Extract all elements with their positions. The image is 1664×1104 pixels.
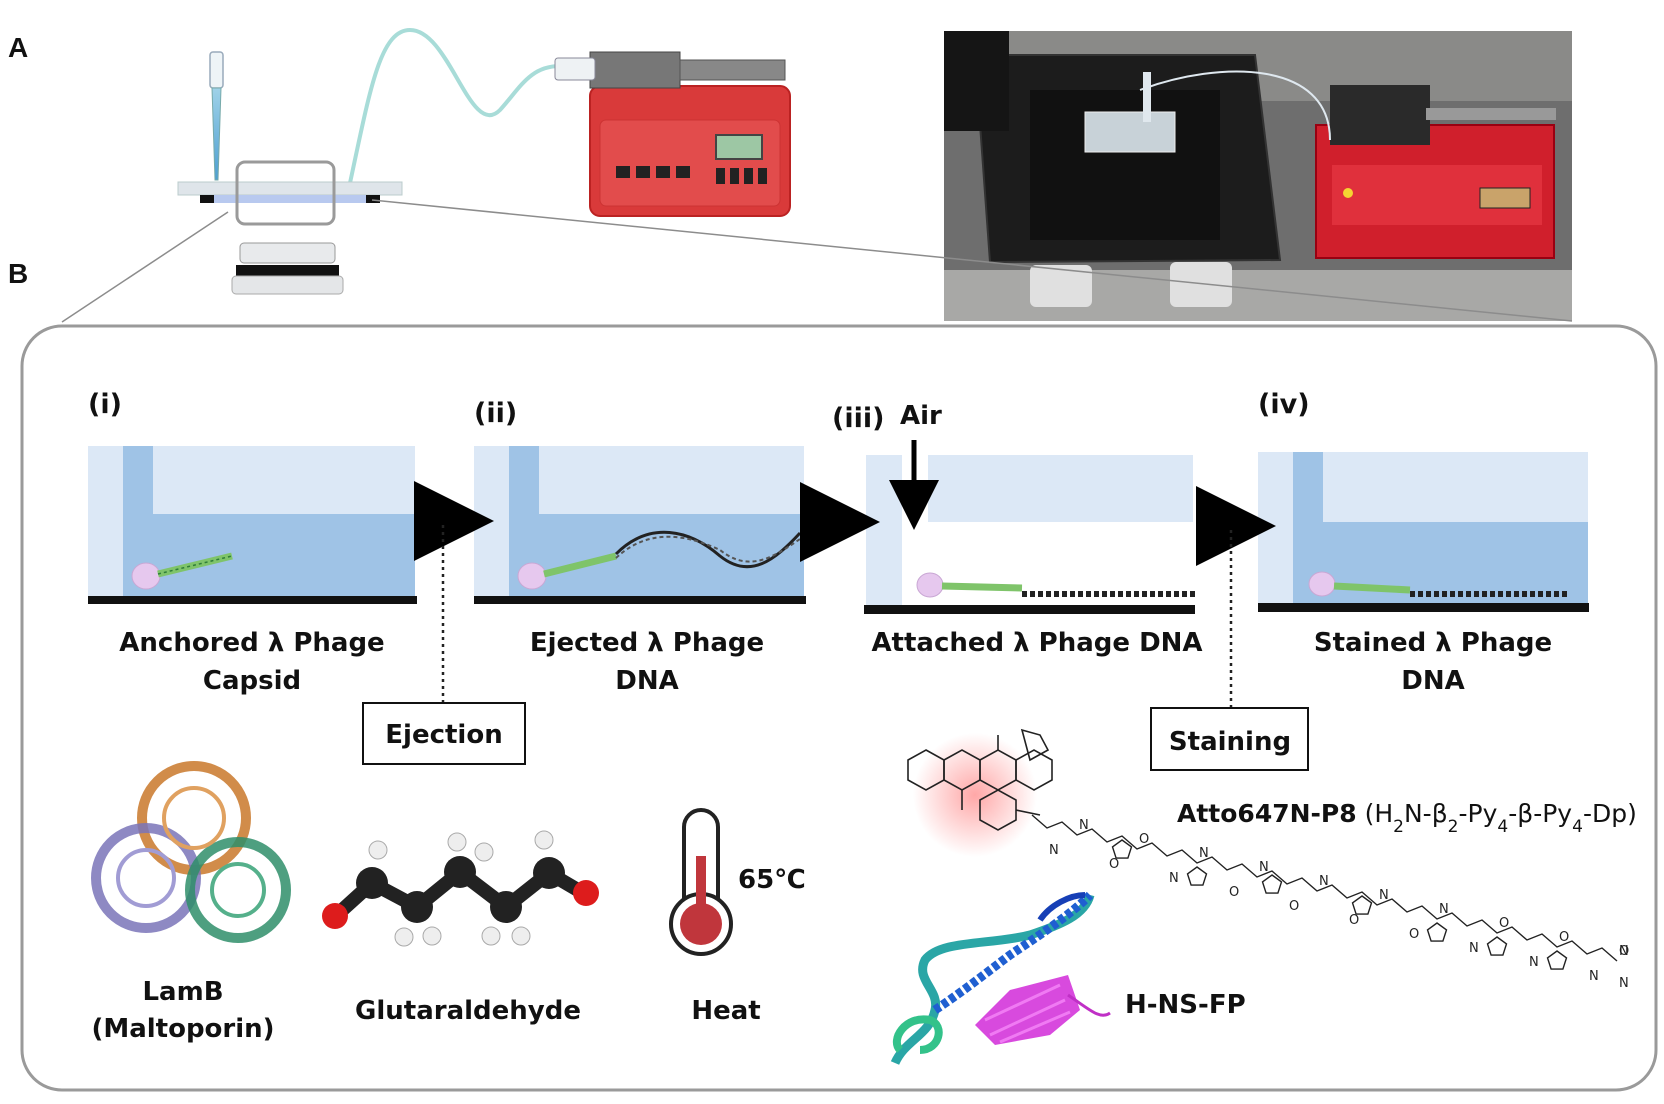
step-label-i: (i) [88,389,122,420]
glutaraldehyde-label: Glutaraldehyde [355,996,581,1026]
microscope-objective-icon [231,242,344,295]
pyrrole-ring [1261,874,1283,894]
atto-dye-glow [913,733,1037,857]
pyrrole-ring [1426,922,1448,942]
atom-label: N [1319,874,1329,889]
syringe-pump-icon [554,51,791,217]
step-label-ii: (ii) [474,398,517,429]
stain-title: Atto647N-P8 (H2N-β2-Py4-β-Py4-Dp) [1177,799,1637,837]
pyrrole-ring [1351,895,1373,915]
atom-label: O [1229,885,1239,900]
phage-capsid-icon [131,562,161,590]
panel-b-border [20,324,1658,1092]
caption-iii-line1: Attached λ Phage DNA [871,628,1202,658]
step-label-iii: (iii) [832,403,884,434]
formula-part: -Dp) [1583,799,1637,828]
zoom-line-left [61,211,229,323]
atto-dye-icon [907,728,1053,831]
formula-part: (H [1365,799,1394,828]
atom-label: O [1499,916,1509,931]
lamb-label-line1: LamB [142,977,223,1007]
caption-ii-line1: Ejected λ Phage [530,628,764,658]
atom-label: N [1379,888,1389,903]
formula-part: 4 [1572,817,1583,837]
hns-label: H-NS-FP [1125,990,1246,1020]
ejection-label: Ejection [385,720,502,750]
ejected-dna-icon [614,530,802,569]
lamb-label-line2: (Maltoporin) [91,1014,274,1044]
atom-label: N [1589,969,1599,984]
caption-i-line2: Capsid [203,666,301,696]
atom-label: N [1469,941,1479,956]
pipette-icon [209,51,224,181]
atom-label: O [1619,944,1629,959]
panel-label-a: A [8,32,28,63]
step-i-channel [88,446,417,604]
formula-part: -Py [1459,799,1498,828]
formula-part: N-β [1404,799,1448,828]
pyrrole-ring [1186,866,1208,886]
formula-part: 2 [1448,817,1459,837]
atom-label: N [1079,818,1089,833]
atom-label: N [1439,902,1449,917]
hns-protein-icon [890,891,1111,1066]
flow-cell-icon [177,160,403,226]
formula-part: -β-Py [1508,799,1572,828]
heat-label: Heat [691,996,760,1026]
tubing-line [348,27,561,184]
atom-label: O [1409,927,1419,942]
atom-label: N [1619,976,1629,991]
zoom-line-right [371,199,1573,322]
panel-label-b: B [8,258,28,289]
formula-part: 4 [1497,817,1508,837]
caption-i-line1: Anchored λ Phage [119,628,384,658]
pyrrole-ring [1111,839,1133,859]
atom-label: O [1289,899,1299,914]
lamb-protein-icon [91,761,291,943]
temperature-label: 65℃ [738,865,806,895]
pyrrole-ring [1486,936,1508,956]
atom-label: N [1199,846,1209,861]
caption-iv-line2: DNA [1401,666,1464,696]
atom-label: N [1049,843,1059,858]
staining-box [1150,707,1309,771]
formula-part: 2 [1393,817,1404,837]
peptide-chain [1031,814,1618,970]
atom-label: N [1169,871,1179,886]
atom-label: O [1139,832,1149,847]
thermometer-icon [669,808,733,956]
air-label: Air [900,401,942,431]
stain-formula: (H2N-β2-Py4-β-Py4-Dp) [1365,799,1637,837]
staining-label: Staining [1169,727,1291,757]
glutaraldehyde-molecule-icon [322,830,599,947]
atom-label: N [1529,955,1539,970]
atom-label: O [1559,930,1569,945]
atom-label: N [1619,944,1629,959]
peptide-backbone [1031,814,1618,962]
caption-ii-line2: DNA [615,666,678,696]
step-label-iv: (iv) [1258,389,1310,420]
step-iv-channel [1258,452,1589,612]
atom-label: O [1349,913,1359,928]
step-ii-channel [474,446,806,604]
atom-label: N [1259,860,1269,875]
caption-iv-line1: Stained λ Phage [1314,628,1552,658]
atom-label: O [1109,857,1119,872]
ejection-box [362,702,526,765]
stain-name: Atto647N-P8 [1177,799,1357,828]
setup-photo [944,31,1572,321]
pyrrole-ring [1546,950,1568,970]
